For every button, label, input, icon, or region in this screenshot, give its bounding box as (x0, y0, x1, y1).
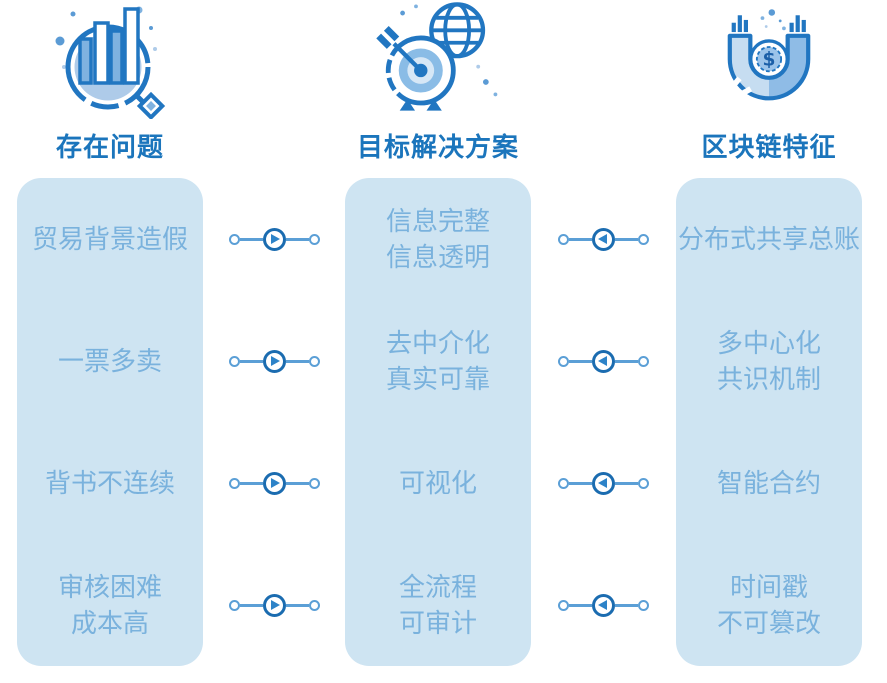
connector-line (285, 359, 309, 363)
connector-line (285, 237, 309, 241)
column-header-features: $ 区块链特征 (676, 0, 862, 178)
connector-right (203, 178, 345, 300)
feature-item: 智能合约 (716, 468, 821, 498)
connector-end-dot (308, 233, 320, 245)
play-right-icon (262, 593, 286, 617)
bar-chart-magnifier-icon (51, 0, 169, 121)
features-box (676, 178, 862, 666)
connector-end-dot (558, 599, 569, 611)
problem-item: 一票多卖 (57, 346, 162, 376)
connector-line (239, 481, 263, 485)
connector-end-dot (228, 599, 240, 611)
play-left-icon (592, 471, 615, 495)
solutions-box (345, 178, 531, 666)
solution-item: 可视化 (398, 468, 477, 498)
play-right-icon (262, 471, 286, 495)
target-globe-icon (371, 0, 505, 119)
play-right-icon (262, 227, 286, 251)
connector-line (569, 603, 592, 607)
connector-left (531, 178, 676, 300)
connector-line (285, 603, 309, 607)
connector-line (285, 481, 309, 485)
connector-left (531, 544, 676, 666)
feature-item: 多中心化 共识机制 (716, 328, 821, 394)
column-header-solutions: 目标解决方案 (345, 0, 531, 178)
column-title-solutions: 目标解决方案 (356, 132, 519, 162)
connector-line (569, 237, 592, 241)
solution-item: 全流程 可审计 (398, 572, 477, 638)
solution-item: 信息完整 信息透明 (385, 206, 490, 272)
connector-end-dot (228, 355, 240, 367)
connector-line (615, 603, 638, 607)
play-left-icon (592, 349, 615, 373)
connector-right (203, 300, 345, 422)
connector-line (615, 481, 638, 485)
magnet-coin-icon: $ (713, 3, 825, 119)
connector-end-dot (638, 477, 649, 489)
connector-end-dot (308, 477, 320, 489)
connector-end-dot (308, 599, 320, 611)
problems-box (17, 178, 203, 666)
problem-item: 背书不连续 (44, 468, 175, 498)
connector-line (569, 359, 592, 363)
connector-line (615, 237, 638, 241)
solution-item: 去中介化 真实可靠 (385, 328, 490, 394)
connector-right (203, 422, 345, 544)
connector-left (531, 422, 676, 544)
connector-end-dot (558, 233, 569, 245)
connector-end-dot (558, 477, 569, 489)
connector-end-dot (638, 599, 649, 611)
connector-end-dot (558, 355, 569, 367)
connector-end-dot (228, 477, 240, 489)
play-left-icon (592, 227, 615, 251)
connector-line (615, 359, 638, 363)
connector-right (203, 544, 345, 666)
problem-item: 审核困难 成本高 (57, 572, 162, 638)
connector-end-dot (638, 233, 649, 245)
column-title-problems: 存在问题 (55, 132, 164, 162)
problem-item: 贸易背景造假 (31, 224, 188, 254)
play-left-icon (592, 593, 615, 617)
connector-line (239, 359, 263, 363)
column-header-problems: 存在问题 (17, 0, 203, 178)
connector-left (531, 300, 676, 422)
connector-line (239, 237, 263, 241)
connector-line (569, 481, 592, 485)
connector-end-dot (308, 355, 320, 367)
column-title-features: 区块链特征 (701, 132, 837, 162)
feature-item: 时间戳 不可篡改 (716, 572, 821, 638)
connector-end-dot (228, 233, 240, 245)
play-right-icon (262, 349, 286, 373)
feature-item: 分布式共享总账 (677, 224, 860, 254)
connector-line (239, 603, 263, 607)
svg-text:$: $ (763, 50, 776, 71)
connector-end-dot (638, 355, 649, 367)
